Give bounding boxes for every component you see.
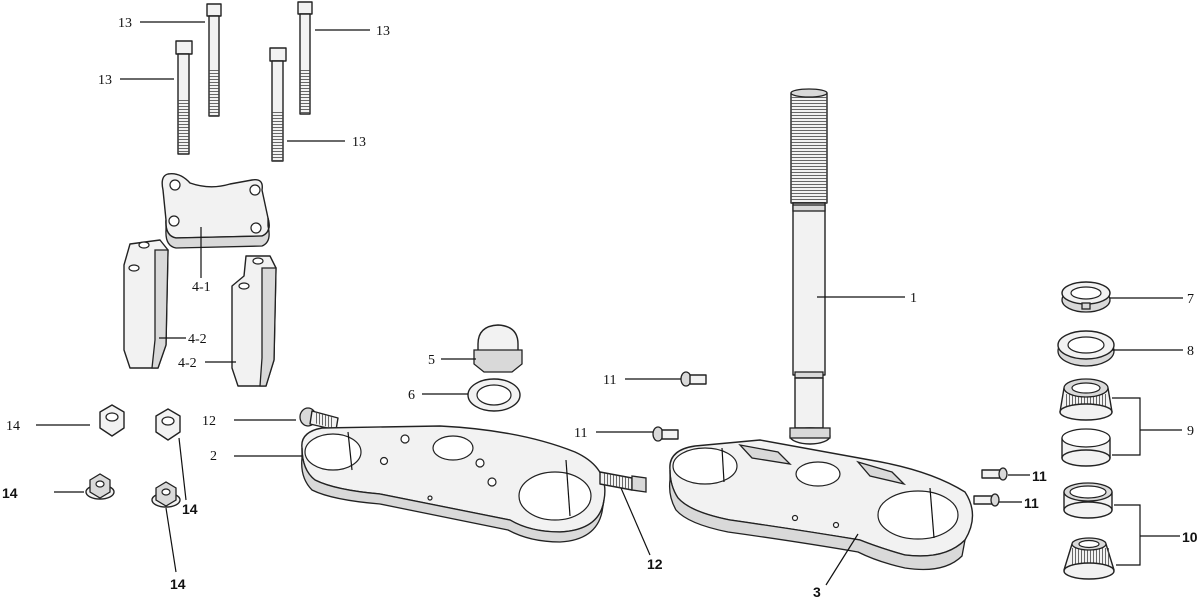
callout-1: 1 xyxy=(910,291,917,306)
small-bolt-11-a xyxy=(680,371,707,387)
callout-2: 2 xyxy=(210,449,217,464)
callout-4-1: 4-1 xyxy=(192,280,211,295)
callout-11: 11 xyxy=(603,373,616,388)
cap-nut-5 xyxy=(473,324,523,373)
lower-bearing-10 xyxy=(1063,537,1115,580)
leader-lines xyxy=(36,21,1183,586)
callout-8: 8 xyxy=(1187,344,1194,359)
upper-triple-clamp-2 xyxy=(301,425,606,543)
flange-nut-14-d xyxy=(151,481,181,508)
long-bolt-13-d xyxy=(269,47,287,162)
riser-4-2-a xyxy=(123,239,169,369)
callout-4-2: 4-2 xyxy=(178,356,197,371)
pinch-bolt-12-b xyxy=(599,471,647,493)
callout-3: 3 xyxy=(813,584,821,600)
long-bolt-13-b xyxy=(297,1,313,115)
upper-race-9 xyxy=(1061,428,1111,467)
callout-13: 13 xyxy=(376,24,390,39)
small-bolt-11-b xyxy=(652,426,679,442)
small-bolt-11-d xyxy=(973,493,1000,507)
callout-14: 14 xyxy=(182,501,198,517)
callout-11: 11 xyxy=(1024,495,1039,511)
riser-4-2-b xyxy=(231,255,277,387)
pinch-bolt-12-a xyxy=(299,407,339,431)
callout-12: 12 xyxy=(647,556,663,572)
lower-race-10 xyxy=(1063,482,1113,519)
callout-13: 13 xyxy=(352,135,366,150)
callout-7: 7 xyxy=(1187,292,1194,307)
steering-stem-1 xyxy=(789,88,831,445)
callout-11: 11 xyxy=(1032,468,1047,484)
callout-5: 5 xyxy=(428,353,435,368)
callout-10: 10 xyxy=(1182,529,1198,545)
callout-12: 12 xyxy=(202,414,216,429)
callout-14: 14 xyxy=(2,485,18,501)
small-bolt-11-c xyxy=(981,467,1008,481)
flange-nut-14-a xyxy=(99,404,125,437)
callout-labels: 13 13 13 13 4-1 4-2 4-2 14 14 14 14 12 2… xyxy=(2,16,1198,600)
clamp-top-4-1 xyxy=(161,173,270,249)
callout-13: 13 xyxy=(98,73,112,88)
lower-triple-clamp-3 xyxy=(668,439,974,571)
adjusting-nut-7 xyxy=(1061,281,1111,313)
callout-9: 9 xyxy=(1187,424,1194,439)
dust-seal-8 xyxy=(1057,330,1115,367)
upper-bearing-9 xyxy=(1059,378,1113,421)
callout-13: 13 xyxy=(118,16,132,31)
flange-nut-14-b xyxy=(155,408,181,441)
callout-14: 14 xyxy=(170,576,186,592)
long-bolt-13-a xyxy=(206,3,222,117)
washer-6 xyxy=(467,378,521,412)
callout-14: 14 xyxy=(6,419,20,434)
long-bolt-13-c xyxy=(175,40,193,155)
callout-6: 6 xyxy=(408,388,415,403)
flange-nut-14-c xyxy=(85,473,115,500)
callout-4-2: 4-2 xyxy=(188,332,207,347)
callout-11: 11 xyxy=(574,426,587,441)
